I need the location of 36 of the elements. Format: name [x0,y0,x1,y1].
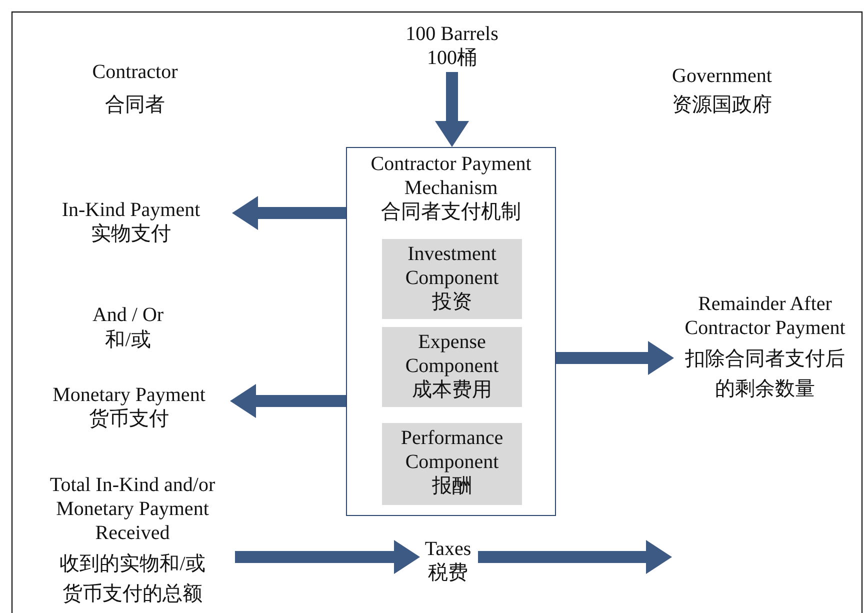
component-box [382,327,522,407]
component-box [382,423,522,505]
node-label: Total In-Kind and/or Monetary Payment Received [48,473,216,545]
node-label: 收到的实物和/或货币支付的总额 [58,552,206,607]
box-heading: Contractor Payment Mechanism [370,152,532,200]
side-label: Government [671,64,773,88]
component-box [382,239,522,319]
node-label: Taxes [424,537,472,561]
node-label: Remainder After Contractor Payment [684,292,846,340]
block-arrow [235,540,420,574]
side-label: Contractor [91,60,179,84]
node-label: 100 Barrels [404,22,500,46]
node-label: 扣除合同者支付后的剩余数量 [685,347,845,402]
component-label: Expense Component [404,330,500,378]
node-label: Monetary Payment [52,383,206,407]
mechanism-box [346,147,556,516]
component-label: 投资 [431,290,473,314]
node-label: 实物支付 [90,222,172,246]
node-label: 税费 [427,561,469,585]
node-label: 货币支付 [88,407,170,431]
component-label: Investment Component [404,242,500,290]
side-label: 资源国政府 [671,93,773,117]
block-arrow [556,341,674,375]
block-arrow [435,72,469,147]
node-label: In-Kind Payment [60,198,202,222]
component-label: 成本费用 [411,378,493,402]
component-label: 报酬 [431,474,473,498]
block-arrow [478,540,672,574]
component-label: Performance Component [400,426,504,474]
side-label: 合同者 [104,93,166,117]
block-arrow [230,384,346,418]
node-label: 100桶 [426,46,478,70]
box-heading: 合同者支付机制 [380,200,522,224]
side-label: 和/或 [104,328,152,352]
block-arrow [232,196,346,230]
side-label: And / Or [91,303,165,327]
